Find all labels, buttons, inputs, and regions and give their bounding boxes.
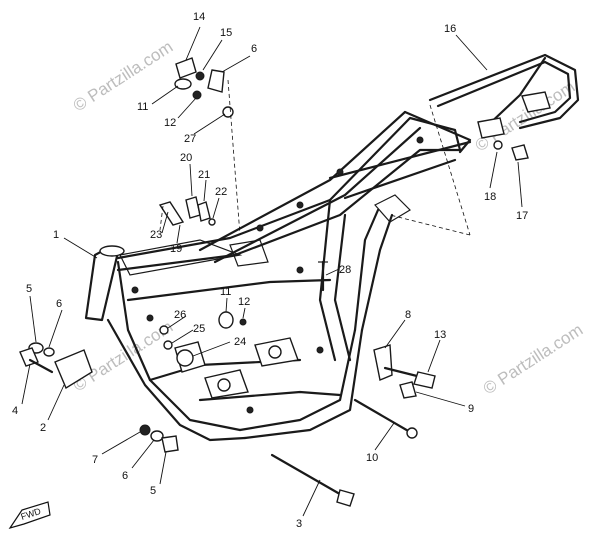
- nut-9: [399, 381, 417, 399]
- label-21: 21: [198, 169, 210, 181]
- main-frame: [84, 110, 472, 442]
- watermark-top-left: © Partzilla.com: [70, 37, 176, 115]
- bracket-2: [54, 349, 93, 390]
- label-10: 10: [366, 452, 378, 464]
- label-22: 22: [215, 186, 227, 198]
- grab-bar-bracket: [521, 91, 551, 113]
- label-9: 9: [468, 403, 474, 415]
- damper-24: [176, 349, 194, 367]
- label-7: 7: [92, 454, 98, 466]
- label-6-left: 6: [56, 298, 62, 310]
- bolt-10: [353, 398, 412, 434]
- grab-bar: [428, 53, 580, 139]
- leader-lines: [21, 26, 523, 517]
- damper-17: [511, 144, 529, 161]
- cap-nut-14: [175, 57, 197, 79]
- label-1: 1: [53, 229, 59, 241]
- washer-6-bottom: [150, 430, 164, 442]
- nut-12-top: [192, 90, 202, 100]
- cap-27: [222, 106, 234, 118]
- right-hardware: [353, 344, 436, 439]
- watermark-right: © Partzilla.com: [480, 320, 586, 398]
- bolt-26: [159, 325, 169, 335]
- label-11-top: 11: [137, 101, 148, 113]
- label-16: 16: [444, 23, 456, 35]
- label-12-top: 12: [164, 117, 176, 129]
- label-4: 4: [12, 405, 18, 417]
- collar-22: [208, 218, 216, 226]
- label-6-bottom: 6: [122, 470, 128, 482]
- label-5-bottom: 5: [150, 485, 156, 497]
- label-2: 2: [40, 422, 46, 434]
- label-5-left: 5: [26, 283, 32, 295]
- front-direction-marker: FWD: [8, 501, 51, 530]
- label-8: 8: [405, 309, 411, 321]
- label-13: 13: [434, 329, 446, 341]
- bolt-3: [270, 453, 347, 499]
- part-number-labels: 14 15 6 11 12 27 20 21 22 23 19 16 18 17…: [12, 11, 528, 530]
- nut-7: [139, 424, 151, 436]
- nut-15: [195, 71, 205, 81]
- top-hardware: [158, 57, 234, 226]
- label-20: 20: [180, 152, 192, 164]
- washer-25: [163, 340, 173, 350]
- label-14: 14: [193, 11, 205, 23]
- label-28: 28: [339, 264, 351, 276]
- bracket-6-top: [207, 69, 225, 93]
- head-pipe: [84, 246, 120, 322]
- bolt-5-bottom: [161, 435, 179, 453]
- label-18: 18: [484, 191, 496, 203]
- nut-12-mid: [239, 318, 247, 326]
- head-pipe-top: [99, 245, 125, 257]
- label-15: 15: [220, 27, 232, 39]
- washer-6-left: [43, 347, 55, 357]
- washer-11-top: [174, 78, 192, 90]
- label-24: 24: [234, 336, 246, 348]
- washer-11-mid: [218, 311, 234, 329]
- label-26: 26: [174, 309, 186, 321]
- label-25: 25: [193, 323, 205, 335]
- bolt-21: [197, 201, 211, 222]
- label-23: 23: [150, 229, 162, 241]
- label-27: 27: [184, 133, 196, 145]
- grab-bar-mount: [477, 117, 505, 139]
- label-3: 3: [296, 518, 302, 530]
- bolt-23: [158, 201, 185, 226]
- label-12-mid: 12: [238, 296, 250, 308]
- label-11-mid: 11: [220, 286, 231, 298]
- frame-gusset: [374, 194, 411, 223]
- label-17: 17: [516, 210, 528, 222]
- label-6-top: 6: [251, 43, 257, 55]
- label-19: 19: [170, 243, 182, 255]
- collar-18: [493, 140, 503, 150]
- bracket-8-right: [373, 344, 393, 381]
